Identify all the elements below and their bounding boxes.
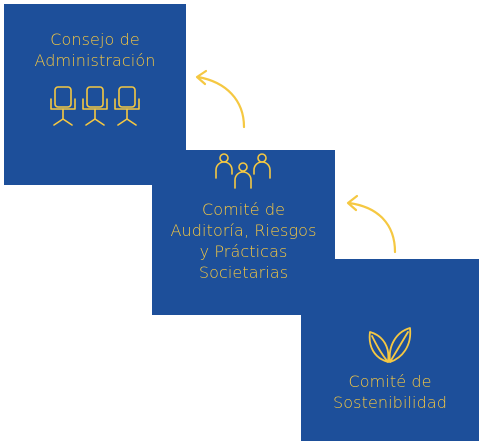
sustainability-committee-title: Comité de Sostenibilidad: [333, 371, 447, 413]
leaves-icon: [368, 327, 412, 363]
audit-title-line-2: Auditoría, Riesgos: [170, 221, 317, 240]
audit-title-line-3: y Prácticas: [199, 242, 288, 261]
sust-title-line-1: Comité de: [348, 372, 432, 391]
audit-committee-title: Comité de Auditoría, Riesgos y Prácticas…: [170, 199, 316, 283]
three-office-chairs-icon: [50, 86, 140, 126]
board-title: Consejo de Administración: [34, 29, 155, 71]
audit-committee-box: Comité de Auditoría, Riesgos y Prácticas…: [152, 150, 335, 315]
board-title-line-1: Consejo de: [50, 30, 140, 49]
board-box: Consejo de Administración: [4, 4, 186, 185]
audit-title-line-1: Comité de: [201, 200, 286, 219]
arrow-sustainability-to-audit: [346, 194, 397, 254]
board-title-line-2: Administración: [34, 51, 156, 70]
audit-title-line-4: Societarias: [198, 263, 289, 282]
sustainability-committee-box: Comité de Sostenibilidad: [301, 259, 479, 441]
sust-title-line-2: Sostenibilidad: [333, 393, 447, 412]
arrow-audit-to-board: [195, 69, 246, 129]
three-people-group-icon: [214, 153, 271, 189]
